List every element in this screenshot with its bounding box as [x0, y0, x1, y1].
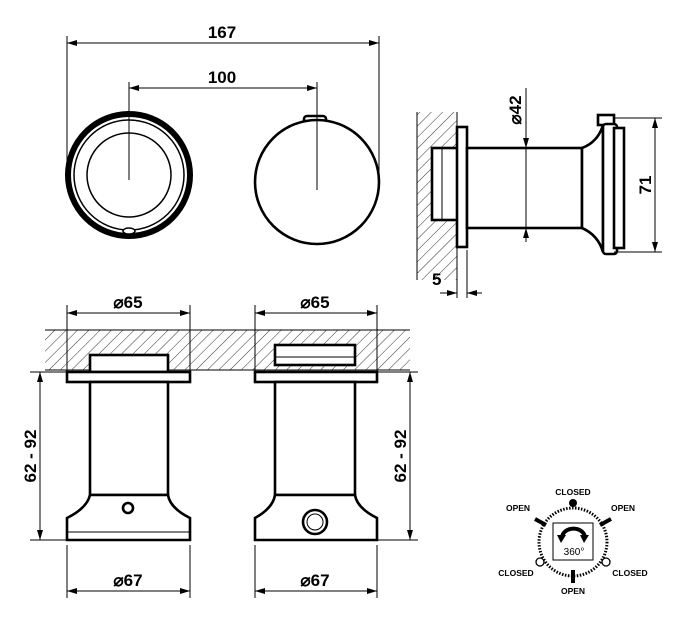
- right-knob-front: [253, 88, 381, 246]
- dim-left-base: ⌀67: [113, 571, 142, 590]
- dim-center-distance: 100: [208, 68, 236, 87]
- open-marker-right: [599, 517, 612, 527]
- rotation-symbol: 360° CLOSED OPEN OPEN CLOSED CLOSED OPEN: [498, 487, 647, 596]
- rotation-label: 360°: [564, 547, 585, 558]
- closed-marker-left: [535, 557, 545, 567]
- closed-marker-right: [601, 557, 611, 567]
- closed-marker-top: [569, 499, 577, 507]
- left-knob-front: [65, 88, 193, 239]
- dim-left-flange: ⌀65: [113, 293, 142, 312]
- section-view: ⌀65 62 - 92 ⌀67 ⌀65: [21, 293, 418, 598]
- label-upper-right: OPEN: [611, 503, 635, 513]
- label-bottom: OPEN: [561, 586, 585, 596]
- dim-right-base: ⌀67: [300, 571, 329, 590]
- dim-flange-thickness: 5: [432, 270, 441, 289]
- dim-body-diameter: ⌀42: [506, 95, 525, 124]
- label-lower-right: CLOSED: [612, 568, 647, 578]
- dim-left-depth: 62 - 92: [21, 430, 40, 483]
- open-marker-left: [534, 517, 547, 527]
- dim-head-height: 71: [636, 176, 655, 195]
- side-view: 71 ⌀42 5: [416, 88, 662, 298]
- dim-overall-width: 167: [208, 23, 236, 42]
- label-lower-left: CLOSED: [498, 568, 533, 578]
- right-unit-section: ⌀65 62 - 92 ⌀67: [253, 293, 418, 598]
- left-unit-section: ⌀65 62 - 92 ⌀67: [21, 293, 192, 598]
- dim-right-depth: 62 - 92: [391, 430, 410, 483]
- dim-right-flange: ⌀65: [300, 293, 329, 312]
- label-top: CLOSED: [555, 487, 590, 497]
- front-view: 167 100: [65, 23, 381, 246]
- label-upper-left: OPEN: [506, 503, 530, 513]
